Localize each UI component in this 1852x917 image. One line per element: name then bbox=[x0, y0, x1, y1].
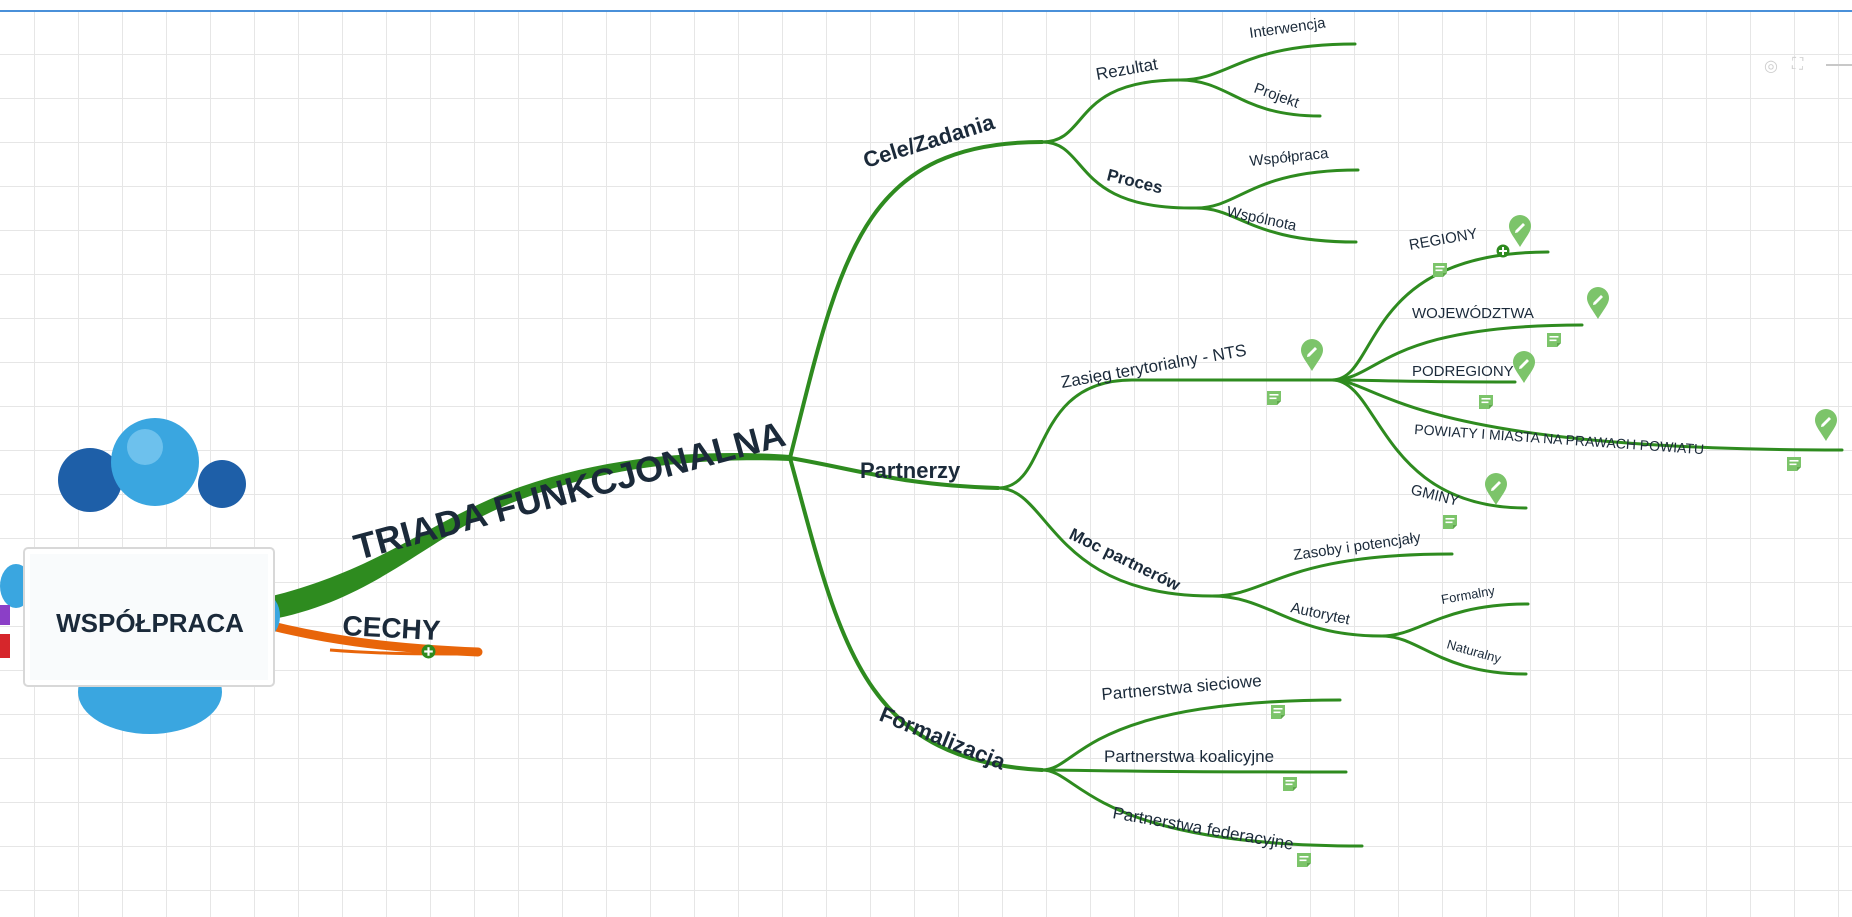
top-bar bbox=[0, 0, 1852, 12]
note-icon[interactable] bbox=[1297, 853, 1311, 867]
note-icon[interactable] bbox=[1443, 515, 1457, 529]
pin-pencil-icon[interactable] bbox=[1815, 409, 1837, 441]
topic-partnerstwa-federacyjne[interactable]: Partnerstwa federacyjne bbox=[1111, 803, 1295, 854]
pin-pencil-icon[interactable] bbox=[1301, 339, 1323, 371]
pin-pencil-icon[interactable] bbox=[1485, 473, 1507, 505]
note-icon[interactable] bbox=[1433, 263, 1447, 277]
central-topic: WSPÓŁPRACA bbox=[56, 608, 244, 638]
topic-partnerstwa-sieciowe[interactable]: Partnerstwa sieciowe bbox=[1101, 671, 1263, 704]
note-icon[interactable] bbox=[1267, 391, 1281, 405]
topic-cele-zadania[interactable]: Cele/Zadania bbox=[860, 109, 998, 173]
topic-wojewodztwa[interactable]: WOJEWÓDZTWA bbox=[1412, 305, 1534, 322]
topic-wspolpraca[interactable]: Współpraca bbox=[1249, 145, 1330, 170]
note-icon[interactable] bbox=[1547, 333, 1561, 347]
topic-regiony[interactable]: REGIONY bbox=[1408, 225, 1479, 254]
topic-partnerzy[interactable]: Partnerzy bbox=[860, 458, 961, 483]
fullscreen-icon[interactable]: ⛶ bbox=[1792, 56, 1804, 73]
topic-rezultat[interactable]: Rezultat bbox=[1094, 54, 1159, 84]
topic-interwencja[interactable]: Interwencja bbox=[1248, 14, 1327, 42]
topic-powiaty[interactable]: POWIATY I MIASTA NA PRAWACH POWIATU bbox=[1414, 421, 1705, 457]
fit-view-icon[interactable]: ◎ bbox=[1764, 58, 1778, 75]
zoom-slider-icon[interactable] bbox=[1826, 64, 1852, 66]
topic-podregiony[interactable]: PODREGIONY bbox=[1412, 363, 1514, 380]
topic-formalny[interactable]: Formalny bbox=[1440, 583, 1496, 607]
pin-pencil-icon[interactable] bbox=[1509, 215, 1531, 247]
topic-zasieg-nts[interactable]: Zasięg terytorialny - NTS bbox=[1059, 341, 1247, 392]
note-icon[interactable] bbox=[1479, 395, 1493, 409]
branch-triada[interactable] bbox=[268, 452, 790, 620]
note-icon[interactable] bbox=[1271, 705, 1285, 719]
pin-pencil-icon[interactable] bbox=[1587, 287, 1609, 319]
topic-formalizacja[interactable]: Formalizacja bbox=[876, 701, 1010, 774]
note-icon[interactable] bbox=[1283, 777, 1297, 791]
branch-cechy[interactable] bbox=[263, 620, 483, 657]
expand-plus-icon[interactable] bbox=[1496, 244, 1510, 258]
topic-autorytet[interactable]: Autorytet bbox=[1289, 599, 1352, 628]
expand-plus-icon[interactable] bbox=[421, 644, 436, 659]
central-node[interactable]: WSPÓŁPRACA bbox=[0, 418, 280, 734]
topic-cechy[interactable]: CECHY bbox=[342, 610, 442, 646]
pin-pencil-icon[interactable] bbox=[1513, 351, 1535, 383]
note-icon[interactable] bbox=[1787, 457, 1801, 471]
topic-partnerstwa-koalicyjne[interactable]: Partnerstwa koalicyjne bbox=[1104, 747, 1274, 766]
topic-triada[interactable]: TRIADA FUNKCJONALNA bbox=[349, 413, 789, 568]
branch-lines bbox=[788, 140, 1044, 772]
topic-wspolnota[interactable]: Wspólnota bbox=[1225, 203, 1298, 234]
sub-lines bbox=[996, 42, 1844, 848]
